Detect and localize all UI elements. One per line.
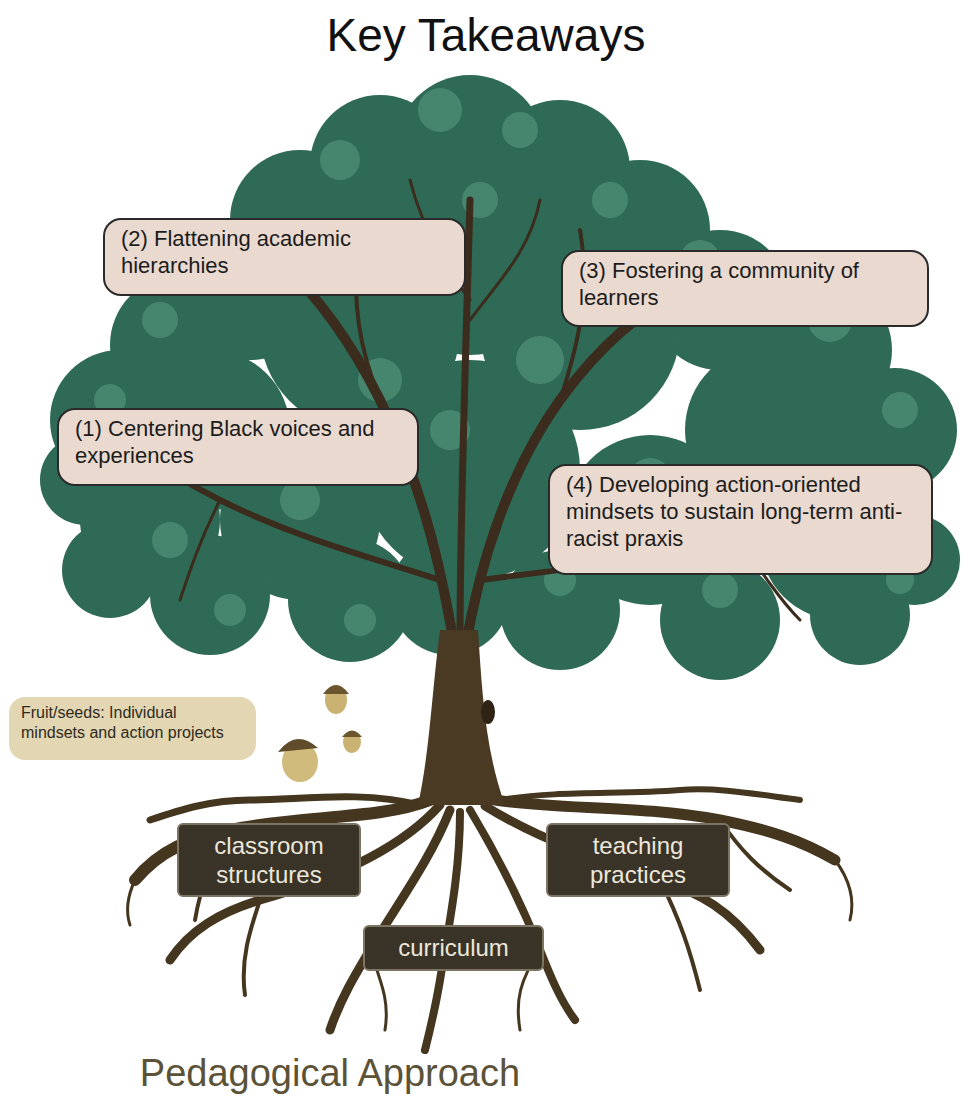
box-text: (3) Fostering a community of learners	[579, 258, 911, 312]
box-text: curriculum	[373, 933, 534, 962]
box-text: (4) Developing action-oriented mindsets …	[566, 472, 915, 552]
tree-roots	[128, 789, 852, 1050]
takeaway-box: (4) Developing action-oriented mindsets …	[548, 464, 933, 575]
diagram-title: Key Takeaways	[0, 8, 972, 62]
box-text: Fruit/seeds: Individual mindsets and act…	[21, 703, 244, 742]
fruit-note-box: Fruit/seeds: Individual mindsets and act…	[9, 697, 256, 760]
takeaway-box: (3) Fostering a community of learners	[561, 250, 929, 327]
takeaway-box: (1) Centering Black voices and experienc…	[57, 408, 419, 486]
box-text: classroom structures	[187, 831, 351, 890]
trunk-knot	[481, 700, 495, 724]
acorns	[278, 685, 362, 782]
tree-canopy	[40, 75, 960, 680]
takeaway-box: (2) Flattening academic hierarchies	[103, 218, 466, 296]
box-text: (2) Flattening academic hierarchies	[121, 226, 448, 280]
diagram-caption: Pedagogical Approach	[0, 1052, 660, 1095]
root-label-box: teaching practices	[546, 823, 730, 897]
box-text: (1) Centering Black voices and experienc…	[75, 416, 401, 470]
tree-trunk	[418, 630, 505, 805]
root-label-box: classroom structures	[177, 823, 361, 897]
box-text: teaching practices	[556, 831, 720, 890]
root-label-box: curriculum	[363, 925, 544, 971]
